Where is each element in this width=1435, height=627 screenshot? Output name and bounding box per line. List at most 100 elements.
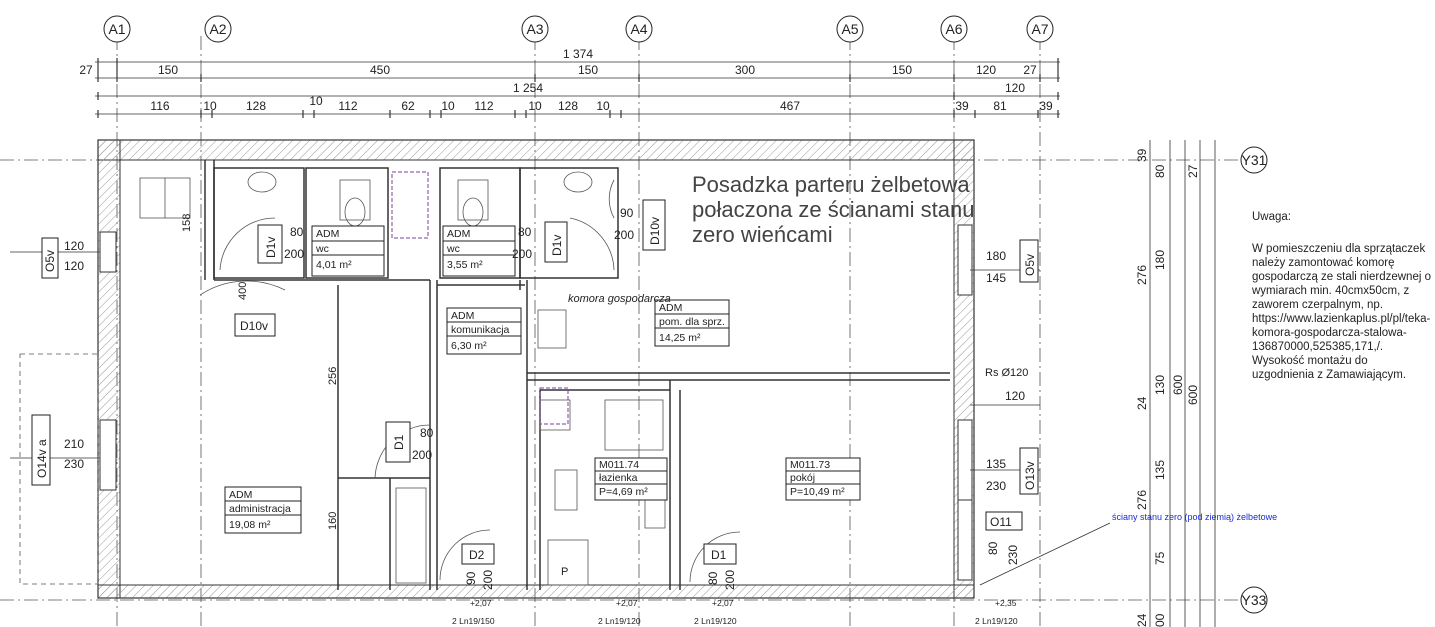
dim-r4-0: 116 (150, 99, 169, 113)
window-o13v-a: 135 (986, 457, 1006, 471)
window-tag-o11: O11 80 230 (985, 511, 1023, 565)
shaft (391, 171, 429, 239)
dim-r4-5: 62 (401, 99, 415, 113)
rdim-75: 75 (1153, 551, 1167, 565)
room-sprz-area: 14,25 m² (659, 332, 701, 344)
dim-r2-4: 300 (735, 63, 755, 77)
lintel-1: 2 Ln19/150 (452, 616, 495, 626)
dim-r4-6: 10 (441, 99, 455, 113)
room-lazienka-area: P=4,69 m² (599, 486, 648, 498)
window-o11-b: 230 (1006, 545, 1020, 565)
dim-r4-12: 39 (955, 99, 969, 113)
dim-r4-11: 467 (780, 99, 800, 113)
door-d1v-left-label: D1v (264, 237, 278, 258)
window-o5v-left-b: 120 (64, 259, 84, 273)
room-administracja-name: administracja (229, 503, 291, 515)
label-160: 160 (327, 512, 339, 530)
window-o5v-right-a: 180 (986, 249, 1006, 263)
window-o5v-right-b: 145 (986, 271, 1006, 285)
rdim-24: 24 (1135, 396, 1149, 410)
axis-label-y31: Y31 (1242, 152, 1267, 168)
label-120-right: 120 (1005, 389, 1025, 403)
label-komora: komora gospodarcza (568, 293, 671, 305)
label-rs: Rs Ø120 (985, 367, 1028, 379)
door-d10v-top-h: 200 (614, 228, 634, 242)
door-d2-label: D2 (469, 548, 485, 562)
floor-slab-note: Posadzka parteru żelbetowa połaczona ze … (692, 172, 975, 247)
rdim-135: 135 (1153, 460, 1167, 480)
dim-r2-1: 150 (158, 63, 178, 77)
rdim-80: 80 (1153, 164, 1167, 178)
window-tags: O5v 120 120 O14v a 210 230 O5v 180 145 O… (31, 237, 1039, 565)
room-pokoj-name: pokój (790, 472, 815, 484)
axis-label-a7: A7 (1031, 21, 1048, 37)
axis-label-a4: A4 (630, 21, 647, 37)
axis-label-a3: A3 (526, 21, 543, 37)
rdim-39: 39 (1135, 148, 1149, 162)
dimension-ticks (97, 58, 1059, 118)
remark-body: W pomieszczeniu dla sprzątaczek należy z… (1252, 243, 1431, 381)
lintel-2: 2 Ln19/120 (598, 616, 641, 626)
shaft-2 (539, 387, 569, 425)
room-wc-2: ADM wc 3,55 m² (442, 225, 516, 277)
rdim-600b: 600 (1186, 385, 1200, 405)
dim-r3-right: 120 (1005, 81, 1025, 95)
door-d1v-left-w: 80 (290, 225, 304, 239)
dim-r2-7: 27 (1023, 63, 1037, 77)
label-p: P (561, 566, 568, 578)
dim-r4-14: 39 (1039, 99, 1053, 113)
right-dimension-column (1149, 140, 1216, 627)
window-o13v-b: 230 (986, 479, 1006, 493)
room-wc-1-code: ADM (316, 228, 339, 240)
room-pokoj-area: P=10,49 m² (790, 486, 845, 498)
door-tag-d1v-right: D1v 80 200 (512, 221, 568, 263)
rdim-600a: 600 (1171, 375, 1185, 395)
dim-r4-8: 10 (528, 99, 542, 113)
lintel-3: 2 Ln19/120 (694, 616, 737, 626)
door-d1-label: D1 (392, 434, 406, 450)
window-o14v-label: O14v a (35, 439, 49, 478)
window-o5v-right-label: O5v (1023, 254, 1037, 276)
dim-r4-1: 10 (203, 99, 217, 113)
door-d1b-label: D1 (711, 548, 727, 562)
dim-r2-2: 450 (370, 63, 390, 77)
door-d1v-right-w: 80 (518, 225, 532, 239)
door-d1b-h: 200 (723, 570, 737, 590)
height-4: +2,35 (995, 598, 1017, 608)
room-administracja: ADM administracja 19,08 m² (224, 486, 302, 534)
room-sprz-code: ADM (659, 302, 682, 314)
dim-total-2: 1 254 (513, 81, 543, 95)
dim-total-1: 1 374 (563, 47, 593, 61)
room-wc-1-name: wc (315, 243, 329, 255)
axis-label-a5: A5 (841, 21, 858, 37)
door-d2-h: 200 (481, 570, 495, 590)
room-komunikacja: ADM komunikacja 6,30 m² (446, 307, 522, 355)
rdim-27: 27 (1186, 164, 1200, 178)
window-o5v-left-label: O5v (43, 250, 57, 272)
door-tag-d10v-left: D10v (234, 313, 276, 337)
axis-bubbles (103, 15, 1268, 614)
room-administracja-area: 19,08 m² (229, 519, 271, 531)
door-tags: D1v 80 200 D1v 80 200 D10v 90 200 D10v D… (234, 199, 737, 590)
axis-label-y33: Y33 (1242, 592, 1267, 608)
interior-walls (204, 160, 950, 590)
window-o5v-left-a: 120 (64, 239, 84, 253)
rdim-180: 180 (1153, 250, 1167, 270)
room-lazienka-code: M011.74 (599, 459, 639, 471)
window-o11-a: 80 (986, 541, 1000, 555)
window-o13v-label: O13v (1023, 461, 1037, 490)
windows-openings (99, 224, 973, 581)
dim-r4-7: 112 (474, 99, 493, 113)
fixtures (139, 171, 666, 586)
dim-r4-4: 112 (338, 99, 357, 113)
dim-r2-3: 150 (578, 63, 598, 77)
room-labels: ADM wc 4,01 m² ADM wc 3,55 m² ADM komuni… (224, 225, 861, 534)
dim-r2-5: 150 (892, 63, 912, 77)
door-tag-d10v-top: D10v 90 200 (614, 199, 666, 251)
rdim-276a: 276 (1135, 265, 1149, 285)
wall-note-leader (979, 522, 1111, 586)
dim-r4-9: 128 (558, 99, 578, 113)
window-o11-label: O11 (990, 515, 1012, 529)
dim-r2-6: 120 (976, 63, 996, 77)
